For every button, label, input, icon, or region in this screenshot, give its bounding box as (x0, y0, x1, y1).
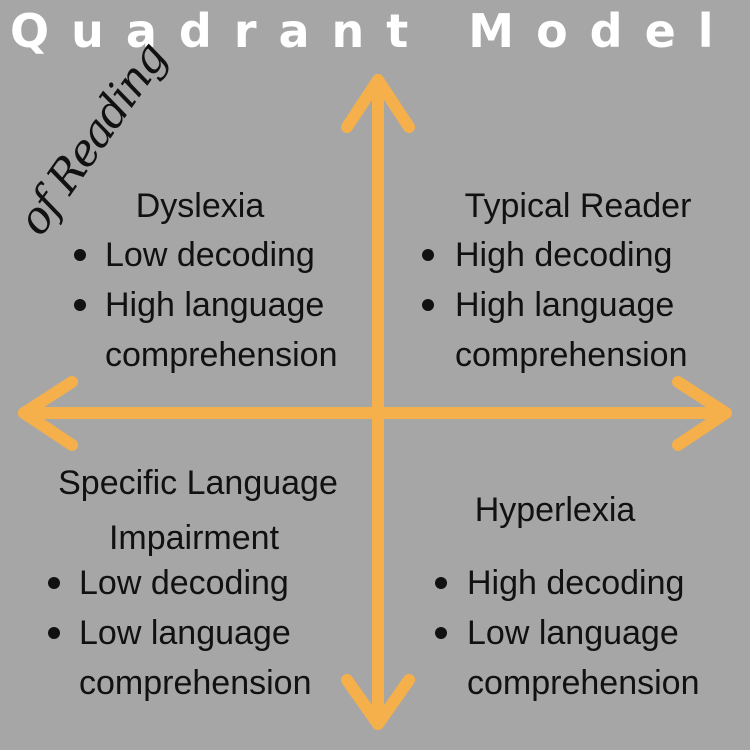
dyslexia-heading: Dyslexia (135, 187, 265, 225)
sli-bullet-2-cont: comprehension (79, 664, 312, 702)
typical-reader-heading: Typical Reader (464, 187, 692, 225)
arrowhead-right (672, 376, 732, 451)
arrowhead-down (341, 674, 415, 730)
typical-bullet-1: High decoding (455, 236, 673, 274)
bullet (74, 249, 86, 261)
bullet (435, 577, 447, 589)
bullet (48, 627, 60, 639)
arrowhead-left (18, 376, 78, 451)
sli-bullet-2: Low language (79, 614, 291, 652)
hyperlexia-bullet-1: High decoding (467, 564, 685, 602)
bullet (48, 577, 60, 589)
typical-bullet-2-cont: comprehension (455, 336, 688, 374)
sli-heading-line2: Impairment (108, 519, 280, 557)
dyslexia-bullet-2-cont: comprehension (105, 336, 338, 374)
hyperlexia-heading: Hyperlexia (474, 491, 636, 529)
hyperlexia-bullet-2: Low language (467, 614, 679, 652)
sli-heading-line1: Specific Language (58, 464, 338, 502)
dyslexia-bullet-2: High language (105, 286, 325, 324)
hyperlexia-bullet-2-cont: comprehension (467, 664, 700, 702)
diagram-title: Quadrant Model (10, 4, 736, 58)
dyslexia-bullet-1: Low decoding (105, 236, 315, 274)
bullet (435, 627, 447, 639)
bullet (422, 249, 434, 261)
bullet (422, 299, 434, 311)
sli-bullet-1: Low decoding (79, 564, 289, 602)
bullet (74, 299, 86, 311)
arrowhead-up (341, 74, 415, 133)
typical-bullet-2: High language (455, 286, 675, 324)
